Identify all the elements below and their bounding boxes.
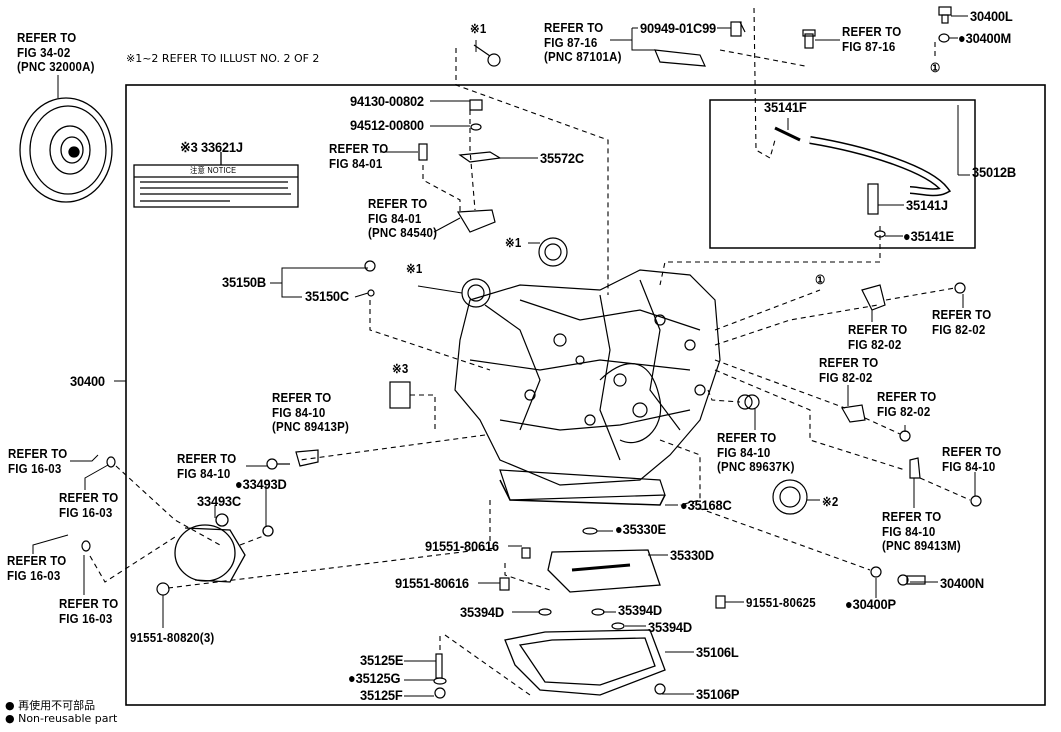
part-35394d-c[interactable]: 35394D xyxy=(648,619,693,635)
callout-refer-fig-84-10-left[interactable]: REFER TO FIG 84-10 xyxy=(177,452,237,481)
callout-star3: ※3 xyxy=(392,362,409,376)
callout-refer-fig-16-03-d[interactable]: REFER TO FIG 16-03 xyxy=(59,597,119,626)
oil-pan-gasket-icon xyxy=(499,479,666,506)
oil-strainer-icon xyxy=(547,549,661,593)
legend-english: ● Non-reusable part xyxy=(5,712,118,725)
part-94130-00802[interactable]: 94130-00802 xyxy=(350,93,424,109)
callout-refer-fig-16-03-a[interactable]: REFER TO FIG 16-03 xyxy=(8,447,68,476)
callout-refer-fig-16-03-b[interactable]: REFER TO FIG 16-03 xyxy=(59,491,119,520)
part-35125e[interactable]: 35125E xyxy=(360,652,404,668)
part-35150c[interactable]: 35150C xyxy=(305,288,350,304)
callout-circle-1-top: ① xyxy=(930,61,941,75)
part-35141j[interactable]: 35141J xyxy=(906,197,948,213)
main-frame xyxy=(125,84,1046,706)
callout-refer-fig-84-10-89413p[interactable]: REFER TO FIG 84-10 (PNC 89413P) xyxy=(272,391,349,434)
part-30400[interactable]: 30400 xyxy=(70,373,105,389)
part-30400l[interactable]: 30400L xyxy=(970,8,1013,24)
torque-converter-icon xyxy=(19,75,113,203)
callout-refer-fig-84-01[interactable]: REFER TO FIG 84-01 xyxy=(329,142,389,171)
part-35330e[interactable]: ●35330E xyxy=(615,521,666,537)
callout-refer-fig-82-02-d[interactable]: REFER TO FIG 82-02 xyxy=(877,390,937,419)
part-90949-01c99[interactable]: 90949-01C99 xyxy=(640,20,717,36)
part-35141e[interactable]: ●35141E xyxy=(903,228,954,244)
illustration-note: ※1~2 REFER TO ILLUST NO. 2 OF 2 xyxy=(126,52,320,65)
notice-label-text: 注意 NOTICE xyxy=(190,166,237,175)
callout-refer-fig-82-02-c[interactable]: REFER TO FIG 82-02 xyxy=(819,356,879,385)
callout-refer-fig-16-03-c[interactable]: REFER TO FIG 16-03 xyxy=(7,554,67,583)
part-35394d-b[interactable]: 35394D xyxy=(618,602,663,618)
part-35012b[interactable]: 35012B xyxy=(972,164,1017,180)
transmission-case-icon xyxy=(454,269,721,501)
part-35572c[interactable]: 35572C xyxy=(540,150,585,166)
part-35106l[interactable]: 35106L xyxy=(696,644,739,660)
part-35394d-a[interactable]: 35394D xyxy=(460,604,505,620)
part-35125g[interactable]: ●35125G xyxy=(348,670,401,686)
callout-star2: ※2 xyxy=(822,495,839,509)
legend-japanese: ● 再使用不可部品 xyxy=(5,699,96,712)
callout-refer-fig-87-16[interactable]: REFER TO FIG 87-16 xyxy=(842,25,902,54)
part-91551-80820[interactable]: 91551-80820(3) xyxy=(130,631,215,645)
callout-refer-fig-84-10-89637k[interactable]: REFER TO FIG 84-10 (PNC 89637K) xyxy=(717,431,795,474)
callout-star1-left: ※1 xyxy=(406,262,423,276)
callout-star1-top: ※1 xyxy=(470,22,487,36)
part-30400p[interactable]: ●30400P xyxy=(845,596,896,612)
part-33493d[interactable]: ●33493D xyxy=(235,476,287,492)
callout-refer-fig-34-02[interactable]: REFER TO FIG 34-02 (PNC 32000A) xyxy=(17,31,95,74)
bolt-icons xyxy=(81,6,982,699)
part-91551-80616-b[interactable]: 91551-80616 xyxy=(395,575,469,591)
leader-lines xyxy=(32,15,976,697)
part-33621j[interactable]: ※3 33621J xyxy=(180,139,243,155)
callout-refer-fig-84-10-right[interactable]: REFER TO FIG 84-10 xyxy=(942,445,1002,474)
hose-subassembly-frame xyxy=(709,99,976,249)
oil-pan-icon xyxy=(504,629,666,696)
part-35106p[interactable]: 35106P xyxy=(696,686,740,702)
part-30400m[interactable]: ●30400M xyxy=(958,30,1012,46)
callout-star1-mid: ※1 xyxy=(505,236,522,250)
part-35168c[interactable]: ●35168C xyxy=(680,497,732,513)
part-35141f[interactable]: 35141F xyxy=(764,99,807,115)
notice-label-icon xyxy=(133,152,299,208)
part-30400n[interactable]: 30400N xyxy=(940,575,985,591)
callout-refer-fig-84-01-pnc[interactable]: REFER TO FIG 84-01 (PNC 84540) xyxy=(368,197,438,240)
callout-refer-fig-82-02-a[interactable]: REFER TO FIG 82-02 xyxy=(848,323,908,352)
callout-circle-1-mid: ① xyxy=(815,273,826,287)
part-94512-00800[interactable]: 94512-00800 xyxy=(350,117,424,133)
part-35150b[interactable]: 35150B xyxy=(222,274,267,290)
callout-refer-fig-82-02-b[interactable]: REFER TO FIG 82-02 xyxy=(932,308,992,337)
part-35330d[interactable]: 35330D xyxy=(670,547,715,563)
callout-refer-fig-87-16-pnc[interactable]: REFER TO FIG 87-16 (PNC 87101A) xyxy=(544,21,622,64)
o-ring-icon xyxy=(262,525,274,537)
part-33493c[interactable]: 33493C xyxy=(197,493,242,509)
part-91551-80625[interactable]: 91551-80625 xyxy=(746,596,816,610)
callout-refer-fig-84-10-89413m[interactable]: REFER TO FIG 84-10 (PNC 89413M) xyxy=(882,510,961,553)
dashed-reference-lines xyxy=(89,7,971,696)
oil-cooler-icon xyxy=(174,513,246,583)
part-35125f[interactable]: 35125F xyxy=(360,687,403,703)
part-91551-80616-a[interactable]: 91551-80616 xyxy=(425,538,499,554)
